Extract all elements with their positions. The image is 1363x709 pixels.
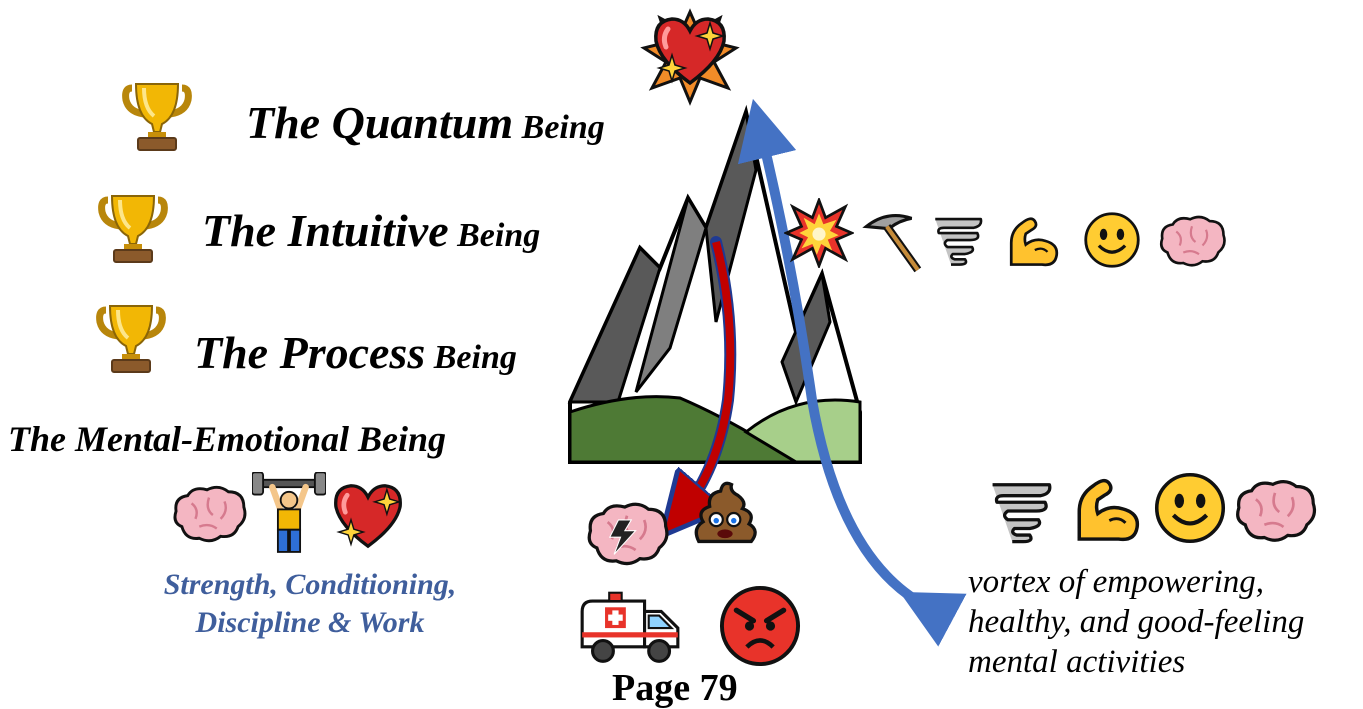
brain-icon xyxy=(1232,478,1318,546)
brain-lightning-icon xyxy=(584,500,670,570)
trophy-icon xyxy=(98,192,168,264)
mountain xyxy=(567,104,862,464)
angry-face-icon xyxy=(718,584,802,668)
sparkling-heart-icon xyxy=(330,482,406,550)
right-caption-line: healthy, and good-feeling xyxy=(968,604,1305,640)
brain-icon xyxy=(170,484,248,546)
weightlifter-icon xyxy=(252,472,326,556)
level-process: The Process Being xyxy=(96,302,596,382)
level-suffix: Being xyxy=(513,109,605,146)
left-caption-line: Discipline & Work xyxy=(195,606,425,639)
right-caption-line: mental activities xyxy=(968,644,1186,680)
left-caption: Strength, Conditioning, Discipline & Wor… xyxy=(130,566,490,642)
level-title: The Intuitive xyxy=(202,205,449,256)
pile-of-poo-icon xyxy=(690,478,760,548)
trophy-icon xyxy=(122,80,192,152)
pick-icon xyxy=(858,208,924,274)
mental-emotional-title: The Mental-Emotional Being xyxy=(8,419,447,459)
mountain-diagram xyxy=(567,104,862,464)
trophy-icon xyxy=(96,302,166,374)
level-quantum: The Quantum Being xyxy=(122,80,642,160)
left-caption-line: Strength, Conditioning, xyxy=(163,568,457,601)
flexed-biceps-icon xyxy=(1004,212,1062,270)
tornado-icon xyxy=(930,212,986,268)
smiley-face-icon xyxy=(1082,210,1142,270)
level-title: The Quantum xyxy=(246,97,514,148)
page-label: Page 79 xyxy=(612,667,738,709)
flexed-biceps-icon xyxy=(1070,472,1144,546)
ambulance-icon xyxy=(578,584,682,668)
brain-icon xyxy=(1156,214,1228,270)
level-intuitive: The Intuitive Being xyxy=(98,192,598,272)
right-caption-line: vortex of empowering, xyxy=(968,564,1265,600)
right-caption: vortex of empowering, healthy, and good-… xyxy=(968,562,1358,682)
smiley-face-icon xyxy=(1152,470,1228,546)
collision-icon xyxy=(784,198,854,268)
level-suffix: Being xyxy=(425,339,517,376)
level-title: The Process xyxy=(194,327,426,378)
tornado-icon xyxy=(986,476,1056,546)
sparkling-heart-explosion-icon xyxy=(640,8,740,106)
level-suffix: Being xyxy=(448,217,541,254)
